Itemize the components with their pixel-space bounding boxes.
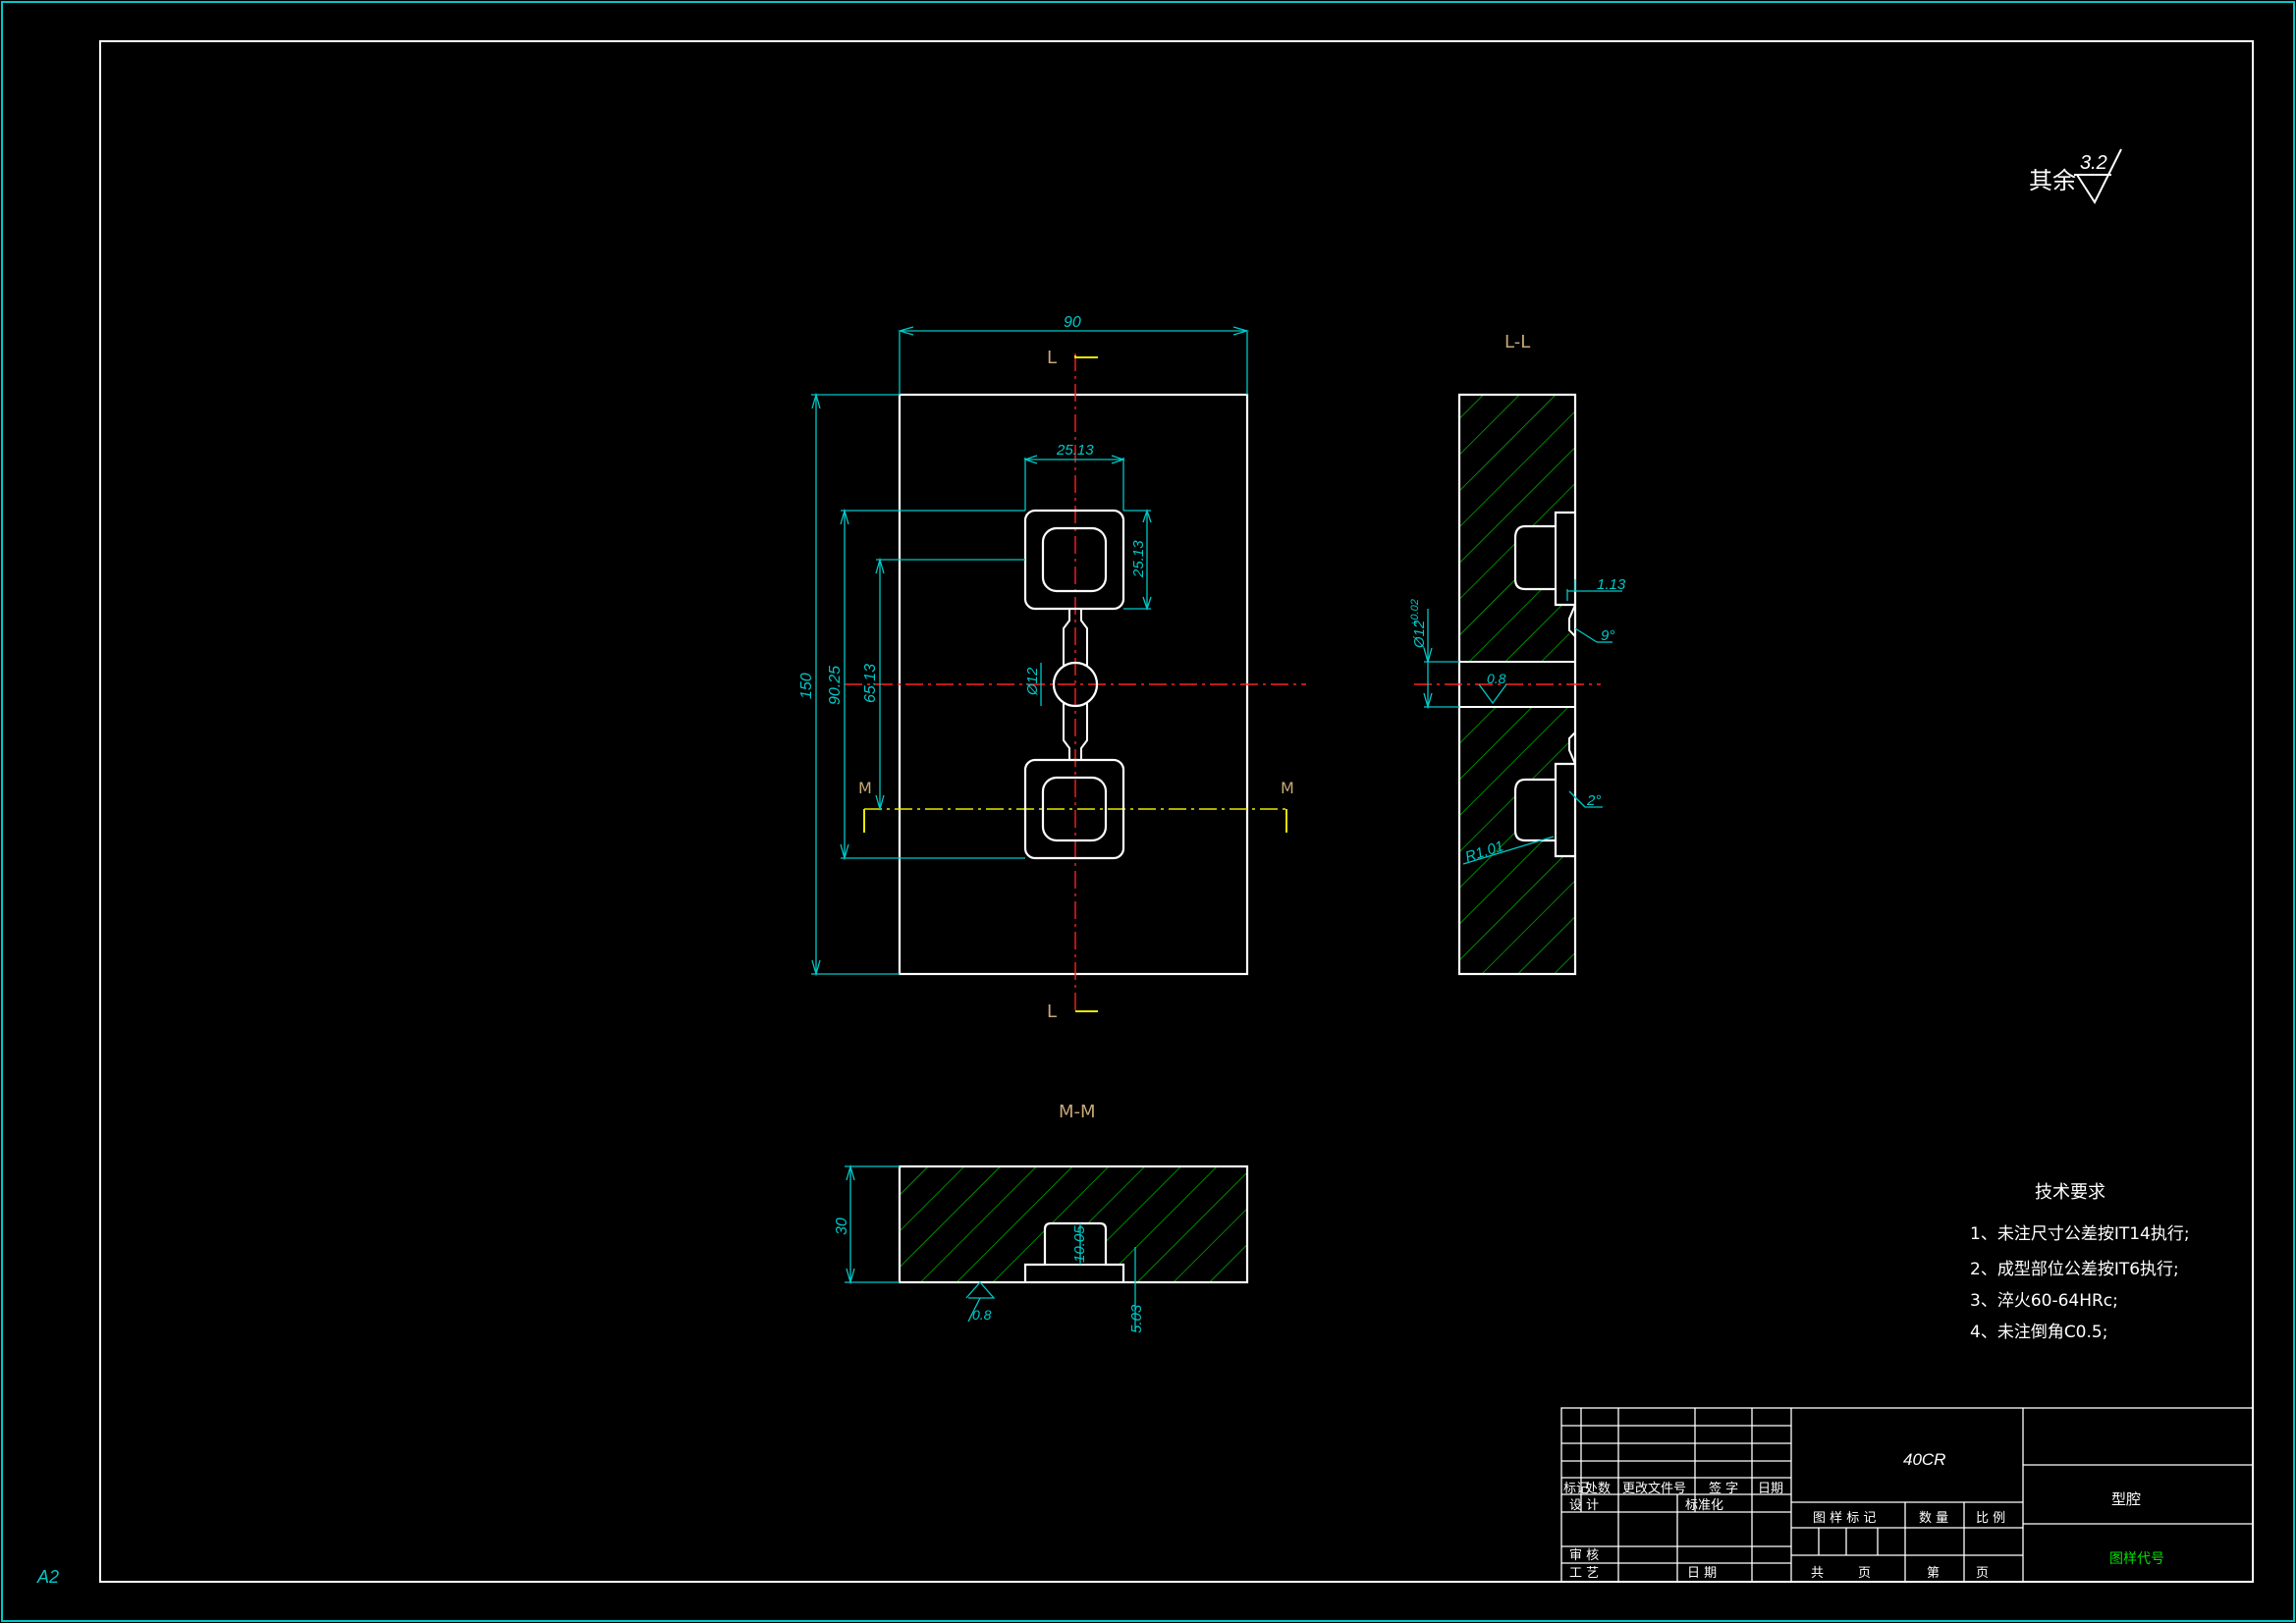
tb-scale: 比 例: [1976, 1511, 2005, 1526]
bottom-cavity: [1023, 1221, 1125, 1282]
side-dimension-lines: [1423, 579, 1622, 865]
side-roughness-value: 0.8: [1487, 671, 1506, 686]
side-hole-tolerance: +0.02: [1409, 599, 1421, 626]
lower-runner: [1063, 703, 1088, 760]
tb-material: 40CR: [1903, 1450, 1945, 1469]
bottom-section-view: M-M 30 10.05 5.03 0.8: [834, 1102, 1249, 1333]
side-upper-cavity: [1513, 511, 1575, 607]
section-l-title: L-L: [1504, 332, 1530, 352]
side-section-view: L-L: [1409, 332, 1626, 976]
upper-pocket-inner: [1041, 526, 1108, 593]
tb-process: 工 艺: [1569, 1566, 1599, 1581]
tb-sheet-page2: 页: [1976, 1566, 1989, 1581]
section-m-title: M-M: [1059, 1102, 1096, 1122]
upper-runner: [1063, 609, 1088, 666]
roughness-note-text: 其余: [2029, 167, 2076, 194]
sheet-format-label: A2: [36, 1567, 59, 1587]
side-dim-1-13: 1.13: [1597, 576, 1626, 593]
bottom-view-outline: [898, 1164, 1249, 1284]
tb-designer: 设 计: [1569, 1498, 1599, 1513]
section-l-label-top: L: [1047, 348, 1057, 368]
tb-stage: 图 样 标 记: [1813, 1511, 1876, 1526]
tb-sheet-no: 第: [1927, 1566, 1940, 1581]
side-lower-cavity: [1513, 762, 1575, 858]
front-dimension-lines: [811, 326, 1250, 977]
dim-thickness-30: 30: [834, 1217, 850, 1235]
dim-65-13: 65.13: [862, 664, 879, 703]
side-hatch-area: [1459, 395, 1575, 974]
bottom-hatch-area: [900, 1166, 1247, 1282]
side-angle-2: 2°: [1586, 792, 1601, 809]
dim-width-90: 90: [1064, 314, 1081, 331]
section-m-label-left: M: [858, 779, 872, 797]
technical-requirements: 技术要求 1、未注尺寸公差按IT14执行; 2、成型部位公差按IT6执行; 3、…: [1970, 1182, 2190, 1342]
front-view: L L M M: [798, 314, 1306, 1022]
dim-depth-10-05: 10.05: [1071, 1225, 1088, 1263]
roughness-note-value: 3.2: [2080, 152, 2107, 174]
tb-part-name: 型腔: [2111, 1490, 2141, 1508]
bottom-dimension-lines: [845, 1163, 1136, 1331]
default-roughness-note: 其余 3.2: [2029, 148, 2122, 205]
tb-date: 日期: [1758, 1482, 1783, 1496]
note-4: 4、未注倒角C0.5;: [1970, 1323, 2107, 1342]
dim-pocket-height: 25.13: [1130, 540, 1147, 578]
section-l-label-bottom: L: [1047, 1001, 1057, 1022]
side-hole-diameter: Ø12: [1411, 620, 1428, 649]
note-1: 1、未注尺寸公差按IT14执行;: [1970, 1224, 2190, 1244]
bottom-roughness-value: 0.8: [972, 1307, 992, 1323]
tb-drawing-no: 图样代号: [2109, 1551, 2164, 1567]
dim-pocket-width: 25.13: [1056, 442, 1094, 459]
inner-drawing-frame: [99, 40, 2254, 1583]
title-block-text: 标记 处数 更改文件号 签 字 日期 设 计 标准化 审 核 工 艺 日 期 图…: [1563, 1450, 2164, 1581]
tb-doc: 更改文件号: [1622, 1482, 1686, 1496]
upper-pocket-outer: [1023, 509, 1125, 611]
lower-pocket-inner: [1041, 776, 1108, 842]
dim-90-25: 90.25: [827, 666, 844, 705]
section-m-label-right: M: [1281, 779, 1294, 797]
tb-sheets-total: 共: [1811, 1566, 1824, 1581]
lower-pocket-outer: [1023, 758, 1125, 860]
roughness-symbol-icon: [2076, 148, 2122, 205]
sprue-circle: [1052, 661, 1099, 708]
tb-checker: 审 核: [1569, 1548, 1599, 1563]
tb-date2: 日 期: [1687, 1566, 1717, 1581]
note-2: 2、成型部位公差按IT6执行;: [1970, 1260, 2179, 1279]
tb-sign: 签 字: [1709, 1481, 1738, 1496]
tb-count: 处数: [1585, 1482, 1611, 1496]
tb-mark: 标记: [1563, 1482, 1589, 1496]
notes-title: 技术要求: [2035, 1182, 2105, 1203]
dim-sprue-diameter: Ø12: [1024, 667, 1041, 696]
side-angle-9: 9°: [1601, 627, 1614, 644]
dim-depth-5-03: 5.03: [1128, 1304, 1145, 1333]
tb-sheets-page: 页: [1858, 1566, 1871, 1581]
section-l-arrow-top: [1074, 355, 1098, 358]
tb-standard: 标准化: [1685, 1498, 1723, 1513]
title-block: [1560, 1407, 2254, 1583]
dim-height-150: 150: [798, 673, 815, 699]
note-3: 3、淬火60-64HRc;: [1970, 1291, 2118, 1311]
tb-qty: 数 量: [1919, 1511, 1948, 1526]
